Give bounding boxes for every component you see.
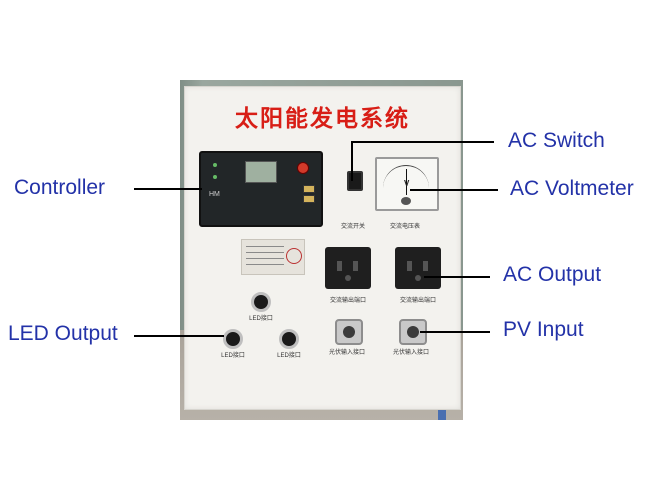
outlet-tag-left: 交流输出端口 bbox=[329, 298, 366, 304]
controller-button bbox=[297, 162, 309, 174]
outlet-slot bbox=[337, 261, 342, 271]
charge-controller: HM bbox=[199, 151, 323, 227]
pv-input-left bbox=[335, 319, 363, 345]
solar-cabinet-photo: 太阳能发电系统 HM 交流开关 V 交流电压表 bbox=[180, 80, 463, 420]
controller-brand: HM bbox=[209, 191, 220, 198]
callout-controller: Controller bbox=[14, 176, 106, 199]
outlet-slot bbox=[423, 261, 428, 271]
leader-ac-switch-drop bbox=[351, 141, 353, 181]
info-label bbox=[241, 239, 305, 275]
callout-ac-voltmeter: AC Voltmeter bbox=[510, 177, 634, 200]
voltmeter-needle bbox=[406, 169, 407, 195]
leader-ac-output bbox=[424, 276, 490, 278]
led-tag-right: LED接口 bbox=[277, 353, 301, 359]
controller-led-icon bbox=[213, 163, 217, 167]
voltmeter-scale bbox=[383, 165, 429, 190]
voltmeter-knob bbox=[401, 197, 411, 205]
info-line bbox=[246, 246, 284, 247]
switch-tag: 交流开关 bbox=[340, 224, 365, 230]
pv-core bbox=[343, 326, 355, 338]
outlet-ground bbox=[345, 275, 351, 281]
led-port-right bbox=[279, 329, 299, 349]
callout-led-output: LED Output bbox=[8, 322, 118, 345]
led-port-top bbox=[251, 292, 271, 312]
usb-port-icon bbox=[303, 195, 315, 203]
led-tag-left: LED接口 bbox=[221, 353, 245, 359]
cabinet-title: 太阳能发电系统 bbox=[235, 106, 410, 132]
ac-voltmeter: V bbox=[375, 157, 439, 211]
leader-controller bbox=[134, 188, 202, 190]
ac-outlet-right bbox=[395, 247, 441, 289]
ac-switch bbox=[347, 171, 363, 191]
leader-led-output bbox=[134, 335, 224, 337]
callout-pv-input: PV Input bbox=[503, 318, 584, 341]
outlet-slot bbox=[407, 261, 412, 271]
controller-lcd bbox=[245, 161, 277, 183]
leader-ac-switch bbox=[352, 141, 494, 143]
led-port-left bbox=[223, 329, 243, 349]
pv-core bbox=[407, 326, 419, 338]
seal-stamp bbox=[286, 248, 302, 264]
voltmeter-symbol: V bbox=[404, 179, 410, 188]
pv-tag-left: 光伏输入接口 bbox=[328, 350, 365, 356]
callout-ac-switch: AC Switch bbox=[508, 129, 605, 152]
voltmeter-tag: 交流电压表 bbox=[389, 224, 420, 230]
info-line bbox=[246, 258, 284, 259]
cabinet-front-panel: 太阳能发电系统 HM 交流开关 V 交流电压表 bbox=[184, 86, 461, 410]
leader-pv-input bbox=[420, 331, 490, 333]
ac-outlet-left bbox=[325, 247, 371, 289]
outlet-slot bbox=[353, 261, 358, 271]
pv-tag-right: 光伏输入接口 bbox=[392, 350, 429, 356]
info-line bbox=[246, 264, 284, 265]
led-tag-top: LED接口 bbox=[249, 316, 273, 322]
outlet-ground bbox=[415, 275, 421, 281]
leader-ac-voltmeter bbox=[410, 189, 498, 191]
usb-port-icon bbox=[303, 185, 315, 193]
callout-ac-output: AC Output bbox=[503, 263, 602, 286]
info-line bbox=[246, 252, 284, 253]
controller-led-icon bbox=[213, 175, 217, 179]
outlet-tag-right: 交流输出端口 bbox=[399, 298, 436, 304]
